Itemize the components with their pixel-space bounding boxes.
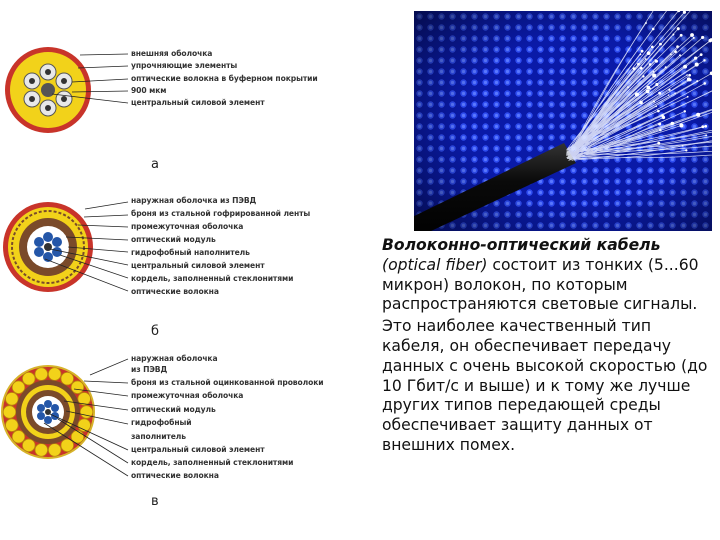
label-fibers-c: оптические волокна — [131, 471, 219, 480]
label-optical-module-c: оптический модуль — [131, 405, 216, 414]
label-fibers-b: оптические волокна — [131, 287, 219, 296]
label-optical-module-b: оптический модуль — [131, 235, 216, 244]
label-outer-jacket-c: наружная оболочка — [131, 354, 218, 363]
label-gel-filler-c: гидрофобный — [131, 418, 192, 427]
description-sentence-1: состоит из тонких (5...60 микрон) волоко… — [382, 255, 699, 314]
cable-cross-section-c — [1, 358, 129, 477]
label-outer-jacket-c-2: из ПЭВД — [131, 365, 168, 374]
label-central-member-b: центральный силовой элемент — [131, 261, 265, 270]
label-outer-jacket-b: наружная оболочка из ПЭВД — [131, 196, 257, 205]
label-gel-filler-b: гидрофобный наполнитель — [131, 248, 250, 257]
description-paragraph-2: Это наиболее качественный тип кабеля, он… — [382, 317, 708, 454]
label-central-member-c: центральный силовой элемент — [131, 445, 265, 454]
label-filler-cord-c: кордель, заполненный стеклонитями — [131, 458, 294, 467]
label-gel-filler-c-2: заполнитель — [131, 432, 186, 441]
label-filler-cord-b: кордель, заполненный стеклонитями — [131, 274, 294, 283]
cable-cross-section-a — [5, 47, 129, 133]
diagram-letter-c: в — [151, 494, 159, 509]
description-paragraph-1: Волоконно-оптический кабель(optical fibe… — [382, 236, 714, 315]
term: Волоконно-оптический кабель — [382, 236, 661, 254]
diagram-letter-a: а — [151, 157, 159, 172]
description-text: Волоконно-оптический кабель(optical fibe… — [382, 236, 714, 456]
label-strength-members-a: упрочняющие элементы — [131, 61, 238, 70]
cable-cross-section-b — [3, 201, 129, 292]
label-central-member-a: центральный силовой элемент — [131, 98, 265, 107]
diagram-letter-b: б — [151, 324, 160, 339]
label-buffered-fibers-a: оптические волокна в буферном покрытии — [131, 74, 318, 83]
cable-diagram-a: внешняя оболочка упрочняющие элементы оп… — [0, 0, 360, 180]
label-armor-wire-c: броня из стальной оцинкованной проволоки — [131, 378, 324, 387]
fiber-optic-photo — [414, 11, 712, 231]
label-inner-sheath-b: промежуточная оболочка — [131, 222, 244, 231]
label-outer-jacket-a: внешняя оболочка — [131, 49, 213, 58]
label-inner-sheath-c: промежуточная оболочка — [131, 391, 244, 400]
label-armor-tape-b: броня из стальной гофрированной ленты — [131, 209, 311, 218]
cable-diagram-b: наружная оболочка из ПЭВД броня из сталь… — [0, 185, 360, 345]
cable-diagram-c: наружная оболочка из ПЭВД броня из сталь… — [0, 345, 360, 535]
term-english: (optical fiber) — [382, 255, 488, 274]
label-900um-a: 900 мкм — [131, 86, 167, 95]
